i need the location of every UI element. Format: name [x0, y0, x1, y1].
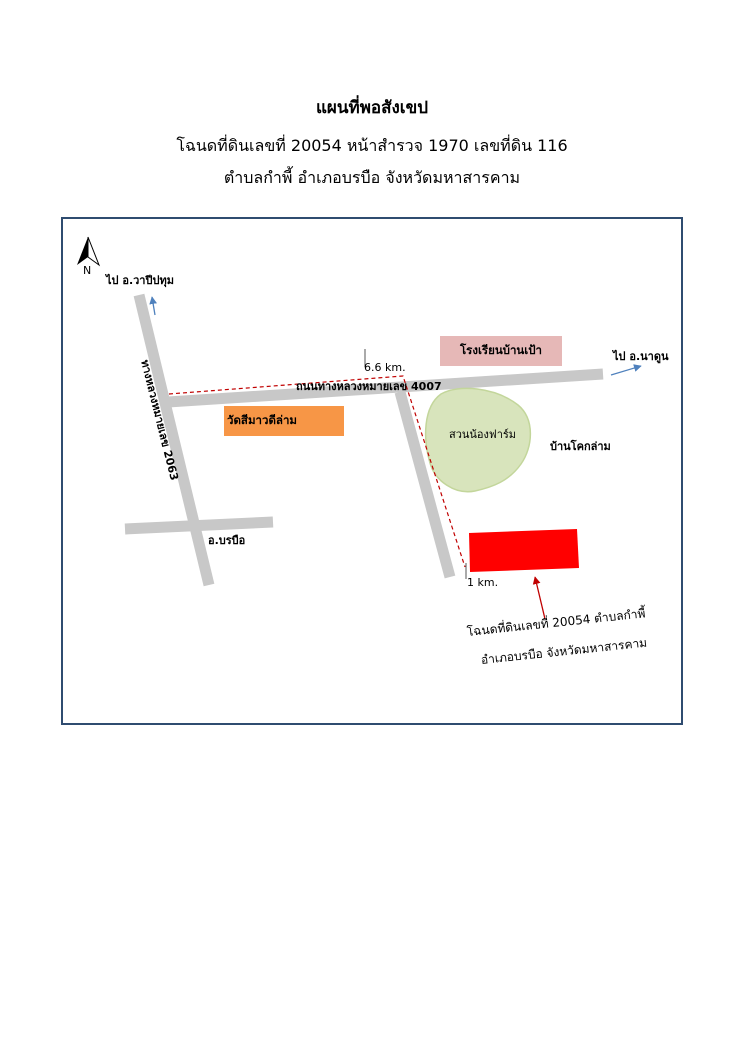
north-arrow-icon [77, 236, 101, 267]
map-canvas [77, 236, 642, 620]
road-to-parcel [394, 390, 456, 579]
label-dist-1km: 1 km. [467, 576, 499, 589]
label-farm: สวนน้องฟาร์ม [449, 428, 517, 441]
deed-info-line: โฉนดที่ดินเลขที่ 20054 หน้าสำรวจ 1970 เล… [176, 136, 568, 155]
label-borabue: อ.บรบือ [208, 534, 246, 547]
temple-box: วัดสีมาวดีล่าม [224, 406, 344, 436]
parcel-land [469, 529, 579, 572]
road-4007 [167, 368, 604, 408]
north-label: N [83, 264, 92, 277]
road-borabue [124, 516, 274, 535]
label-road-4007: ถนนทางหลวงหมายเลข 4007 [296, 380, 442, 393]
route-dashed [168, 375, 466, 568]
label-to-wapi: ไป อ.วาปีปทุม [106, 274, 174, 287]
map-frame: N ไป อ.วาปีปทุม ไป อ.นาดูน ทางหลวงหมายเล… [61, 217, 683, 725]
road-2063 [133, 293, 215, 587]
page-title: แผนที่พอสังเขป [315, 98, 429, 118]
parcel-pointer-arrow-icon [532, 576, 546, 620]
label-dist-6-6km: 6.6 km. [364, 361, 406, 374]
school-box: โรงเรียนบ้านเป้า [440, 336, 562, 366]
label-to-nadun: ไป อ.นาดูน [613, 350, 669, 363]
arrow-to-wapi-icon [149, 296, 158, 316]
arrow-to-nadun-icon [610, 364, 642, 376]
location-info-line: ตำบลกำพี้ อำเภอบรบือ จังหวัดมหาสารคาม [223, 168, 521, 187]
label-village: บ้านโคกล่าม [550, 440, 611, 453]
